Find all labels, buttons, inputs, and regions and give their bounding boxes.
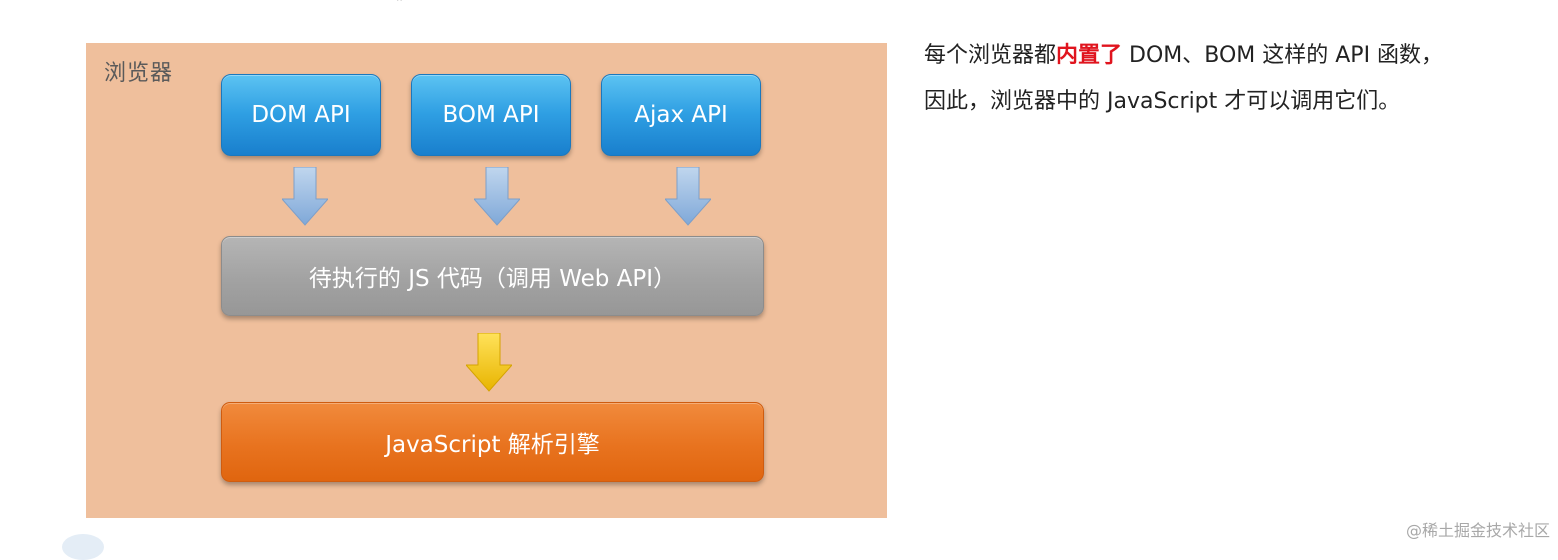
down-arrow-icon <box>474 167 520 226</box>
panel-title: 浏览器 <box>104 61 174 86</box>
corner-decoration <box>62 534 104 560</box>
down-arrow-icon <box>466 333 512 392</box>
description-text: 每个浏览器都内置了 DOM、BOM 这样的 API 函数，因此，浏览器中的 Ja… <box>924 33 1444 125</box>
ajax-api-box: Ajax API <box>601 74 761 156</box>
description-before: 每个浏览器都 <box>924 43 1057 68</box>
description-highlight: 内置了 <box>1056 43 1123 68</box>
down-arrow-icon <box>665 167 711 226</box>
watermark: @稀土掘金技术社区 <box>1405 521 1550 540</box>
description-after: DOM、BOM 这样的 API 函数，因此，浏览器中的 JavaScript 才… <box>924 43 1444 114</box>
down-arrow-icon <box>282 167 328 226</box>
js-code-box: 待执行的 JS 代码（调用 Web API） <box>221 236 764 316</box>
dom-api-box: DOM API <box>221 74 381 156</box>
js-engine-box: JavaScript 解析引擎 <box>221 402 764 482</box>
browser-panel: 浏览器 DOM API BOM API Ajax API 待 <box>86 43 887 518</box>
bom-api-box: BOM API <box>411 74 571 156</box>
